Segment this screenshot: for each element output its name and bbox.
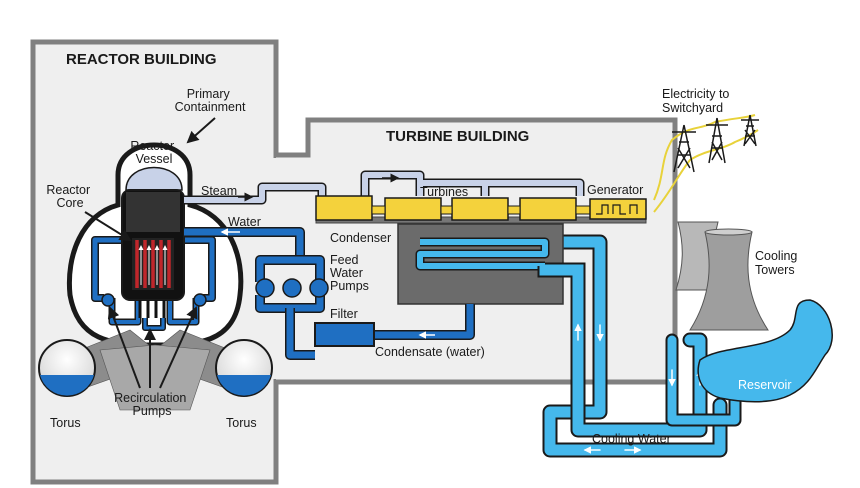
filter-label: Filter <box>330 307 358 321</box>
feed-water-pumps: Feed Water Pumps <box>255 253 369 298</box>
torus-right: Torus <box>215 339 273 430</box>
condenser-label: Condenser <box>330 231 391 245</box>
feedwater-line <box>184 227 475 360</box>
generator: Generator <box>587 183 647 220</box>
turbine-building-title: TURBINE BUILDING <box>386 128 529 145</box>
reactor-vessel-label: Reactor Vessel <box>130 139 177 166</box>
reactor-building-title: REACTOR BUILDING <box>66 51 217 68</box>
cooling-water-label: Cooling Water <box>592 432 671 446</box>
filter: Filter Condensate (water) <box>314 307 485 359</box>
cooling-towers: Cooling Towers <box>675 221 801 331</box>
electricity-label: Electricity to Switchyard <box>662 87 733 115</box>
turbines: Turbines <box>315 185 647 224</box>
recirculation-pumps-label: Recirculation Pumps <box>114 391 190 418</box>
water-label: Water <box>228 215 261 229</box>
condenser: Condenser <box>330 223 586 305</box>
torus-right-label: Torus <box>226 416 257 430</box>
cooling-towers-label: Cooling Towers <box>755 249 801 277</box>
steam-label: Steam <box>201 184 237 198</box>
torus-spray <box>79 329 231 411</box>
primary-containment-label: Primary Containment <box>175 87 246 114</box>
torus-left-label: Torus <box>50 416 81 430</box>
steam-line <box>184 170 585 205</box>
reactor-core <box>132 238 174 318</box>
recirculation-pointer-arrows <box>107 306 198 389</box>
reservoir: Reservoir <box>697 299 833 403</box>
turbines-label: Turbines <box>420 185 468 199</box>
reservoir-label: Reservoir <box>738 378 792 392</box>
generator-label: Generator <box>587 183 643 197</box>
condensate-label: Condensate (water) <box>375 345 485 359</box>
reactor-core-label: Reactor Core <box>46 183 93 210</box>
torus-left: Torus <box>38 339 96 430</box>
feed-water-pumps-label: Feed Water Pumps <box>330 253 369 293</box>
pylon-icon <box>672 114 759 173</box>
electricity-to-switchyard: Electricity to Switchyard <box>653 87 759 213</box>
